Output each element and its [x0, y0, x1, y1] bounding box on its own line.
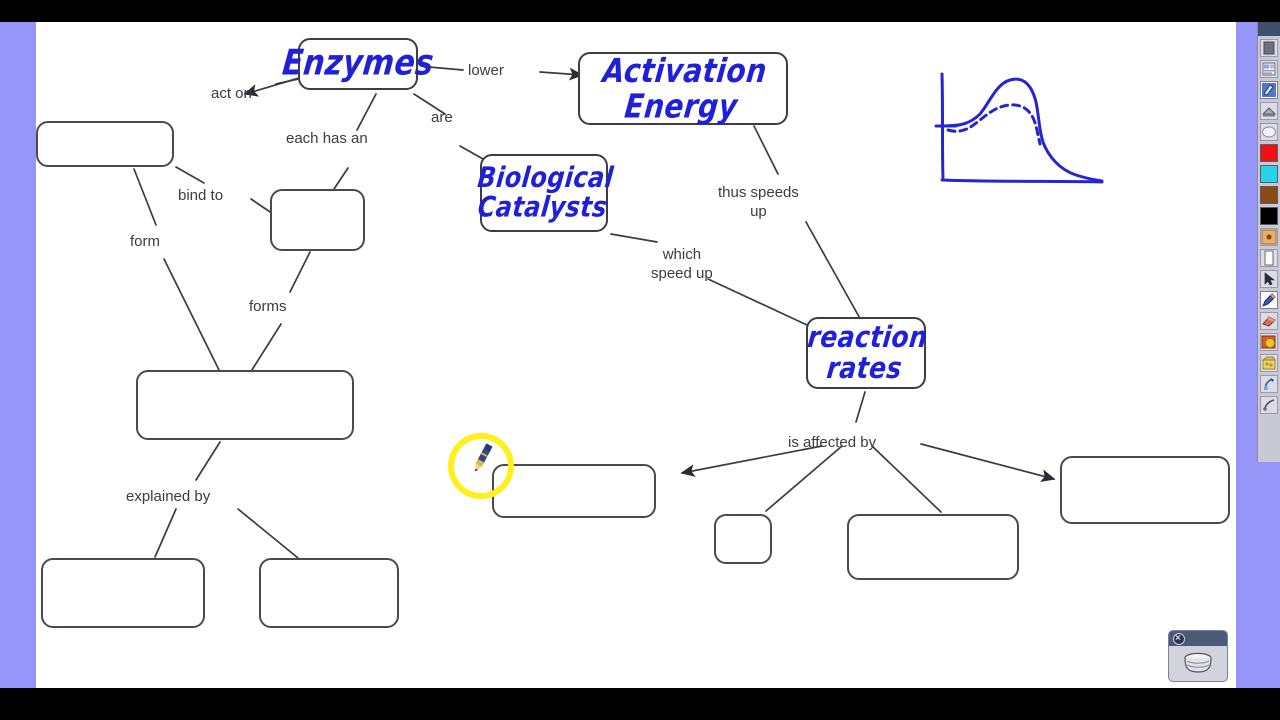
toolbar-ellipse-tool[interactable] — [1260, 123, 1278, 141]
node-blank-factor-2[interactable] — [714, 514, 772, 564]
connector-enzymes-to-activesite-a — [356, 93, 377, 131]
connector-biological-to-which — [610, 233, 658, 243]
connector-activesite-to-forms — [289, 251, 311, 293]
connector-layer — [133, 66, 1056, 559]
toolbar-texture-tool[interactable] — [1260, 354, 1278, 372]
node-label — [845, 510, 1021, 583]
node-label — [491, 462, 657, 521]
toolbar-shape-tool[interactable] — [1260, 333, 1278, 351]
toolbar-color-black[interactable] — [1260, 207, 1278, 225]
node-label: reaction rates — [806, 319, 930, 385]
toolbar-page-thumb[interactable] — [1260, 39, 1278, 57]
node-label — [36, 119, 175, 169]
toolbar-more-tool[interactable] — [1260, 396, 1278, 414]
node-blank-complex[interactable] — [136, 370, 354, 440]
connector-enzymes-to-biological-a — [413, 93, 446, 115]
node-blank-model-1[interactable] — [41, 558, 205, 628]
node-label: Activation Energy — [600, 51, 769, 126]
drawing-tools-palette[interactable] — [1257, 22, 1280, 462]
trash-palette-body[interactable] — [1169, 646, 1227, 681]
connector-enzymes-lower-left — [428, 66, 464, 71]
connector-rates-to-affected — [855, 391, 866, 423]
connector-affected-to-factor4 — [920, 443, 1056, 483]
connector-complex-to-explained — [195, 441, 221, 481]
toolbar-pencil-tool[interactable] — [1260, 291, 1278, 309]
toolbar-line-width[interactable] — [1260, 249, 1278, 267]
node-label — [134, 366, 356, 444]
node-blank-factor-3[interactable] — [847, 514, 1019, 580]
connector-enzymes-lower-right — [539, 67, 584, 81]
toolbar-pages-list[interactable] — [1260, 60, 1278, 78]
letterbox-bottom — [0, 688, 1280, 720]
node-blank-model-2[interactable] — [259, 558, 399, 628]
toolbar-pen-tool[interactable] — [1260, 81, 1278, 99]
node-blank-factor-4[interactable] — [1060, 456, 1230, 524]
trash-palette-titlebar[interactable] — [1169, 631, 1227, 646]
node-label: Biological Catalysts — [475, 161, 616, 224]
pen-cursor — [475, 443, 493, 472]
connector-activation-to-speeds — [753, 125, 779, 175]
close-icon[interactable] — [1173, 632, 1185, 645]
node-label — [39, 554, 207, 632]
toolbar-dot-size[interactable] — [1260, 228, 1278, 246]
node-label — [1058, 452, 1232, 528]
node-label — [268, 186, 366, 254]
toolbar-color-cyan[interactable] — [1260, 165, 1278, 183]
node-blank-activesite[interactable] — [270, 189, 365, 251]
connector-substrate-to-bindto — [175, 166, 205, 184]
node-label — [713, 512, 773, 566]
node-enzymes[interactable]: Enzymes — [280, 38, 436, 90]
connector-form-to-complex — [163, 258, 221, 373]
node-biological[interactable]: Biological Catalysts — [476, 154, 615, 232]
toolbar-titlebar[interactable] — [1258, 22, 1280, 36]
connector-affected-to-factor1 — [680, 445, 823, 477]
node-blank-substrate[interactable] — [36, 121, 174, 167]
connector-forms-to-complex — [249, 323, 282, 374]
node-blank-factor-1[interactable] — [492, 464, 656, 518]
connector-affected-to-factor2 — [765, 445, 843, 512]
connector-affected-to-factor3 — [871, 445, 942, 513]
highlight-ring — [448, 433, 514, 499]
toolbar-stamp-tool[interactable] — [1260, 102, 1278, 120]
connector-enzymes-to-activesite-b — [331, 167, 349, 193]
toolbar-select-tool[interactable] — [1260, 270, 1278, 288]
connector-which-to-rates — [707, 278, 808, 326]
toolbar-eraser-tool[interactable] — [1260, 312, 1278, 330]
trash-basket-icon[interactable] — [1181, 651, 1215, 677]
toolbar-color-red[interactable] — [1260, 144, 1278, 162]
connector-explained-to-model2 — [237, 508, 299, 559]
node-label: Enzymes — [280, 43, 436, 85]
toolbar-effects-tool[interactable] — [1260, 375, 1278, 393]
node-reaction-rates[interactable]: reaction rates — [806, 317, 929, 389]
activation-energy-sketch — [934, 72, 1104, 184]
toolbar-color-brown[interactable] — [1260, 186, 1278, 204]
connector-enzymes-stub — [275, 78, 299, 85]
connector-speeds-to-rates — [805, 221, 863, 323]
node-activation[interactable]: Activation Energy — [578, 52, 788, 125]
letterbox-top — [0, 0, 1280, 22]
node-label — [257, 554, 401, 632]
connector-substrate-to-form — [133, 168, 157, 226]
trash-palette[interactable] — [1168, 630, 1228, 682]
connector-explained-to-model1 — [154, 508, 177, 558]
